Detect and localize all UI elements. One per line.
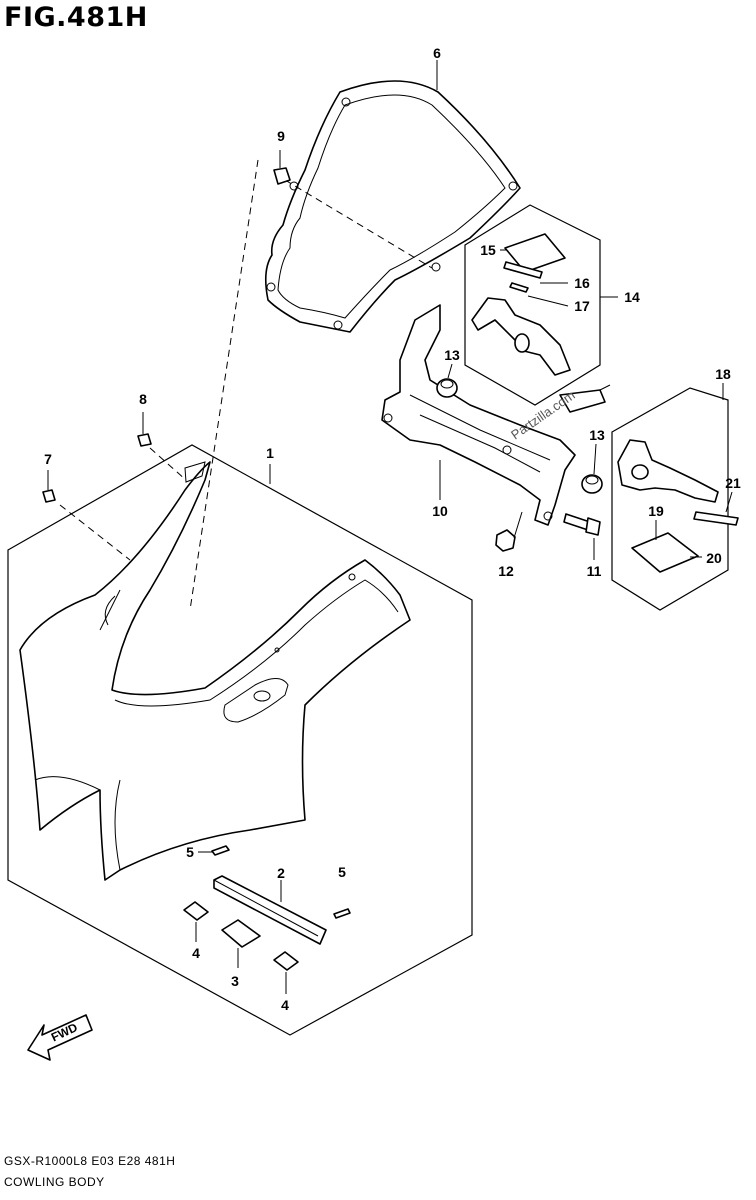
part-14-box [464,204,601,406]
part-18-box [611,387,729,611]
callout-4a: 4 [192,945,200,961]
callout-12: 12 [498,563,514,579]
strip-part-2[interactable] [213,875,327,945]
callout-3: 3 [231,973,239,989]
callout-13a: 13 [444,347,460,363]
callout-11: 11 [587,563,602,579]
leader-13a [447,363,453,379]
nut-part-12[interactable] [495,511,523,552]
callout-4b: 4 [281,997,289,1013]
callout-21: 21 [725,475,741,491]
section-name: COWLING BODY [4,1175,105,1189]
callout-5b: 5 [338,864,346,880]
callout-2: 2 [277,865,285,881]
part-1-box [7,444,473,1036]
leader-13b [593,443,597,475]
sheet-part-19[interactable] [631,532,699,573]
callout-7: 7 [44,451,52,467]
grommet-part-13-left[interactable] [436,378,458,398]
cowling-body-part-1[interactable] [19,461,411,881]
callout-1: 1 [266,445,274,461]
callout-9: 9 [277,128,285,144]
pad-part-4-right[interactable] [273,951,299,971]
clip-part-17[interactable] [509,282,529,293]
strip-part-21[interactable] [693,511,739,526]
callout-17: 17 [574,298,590,314]
sheet-part-15[interactable] [504,233,566,273]
windscreen-part-6[interactable] [264,80,521,333]
lead-line-7 [59,504,131,561]
callout-6: 6 [433,45,441,61]
grommet-part-13-right[interactable] [581,474,603,494]
lead-line-9 [284,179,433,269]
bracket-part-18[interactable] [617,439,719,503]
pad-part-4-left[interactable] [183,901,209,921]
callout-5a: 5 [186,844,194,860]
leader-17 [527,295,569,307]
callout-19: 19 [648,503,664,519]
callout-10: 10 [432,503,448,519]
screw-part-9[interactable] [273,150,291,185]
callout-8: 8 [139,391,147,407]
mounting-bracket-part-10[interactable] [381,304,611,526]
leader-21 [725,491,733,513]
clip-part-5-upper[interactable] [211,845,230,856]
model-code: GSX-R1000L8 E03 E28 481H [4,1154,176,1168]
screw-part-8[interactable] [137,412,152,447]
callout-14: 14 [624,289,640,305]
figure-title: FIG.481H [4,2,148,33]
pad-part-3[interactable] [221,919,261,948]
bolt-part-11[interactable] [563,513,601,536]
screw-part-7[interactable] [42,470,56,503]
callout-15: 15 [480,242,496,258]
fwd-arrow-icon: FWD [27,1014,93,1061]
lead-line-windscreen [189,159,259,611]
callout-18: 18 [715,366,731,382]
clip-part-5-lower[interactable] [333,908,351,919]
strip-part-16[interactable] [503,261,543,279]
bracket-part-14[interactable] [471,297,571,376]
callout-13b: 13 [589,427,605,443]
callout-20: 20 [706,550,722,566]
callout-16: 16 [574,275,590,291]
lead-line-8 [149,447,187,481]
